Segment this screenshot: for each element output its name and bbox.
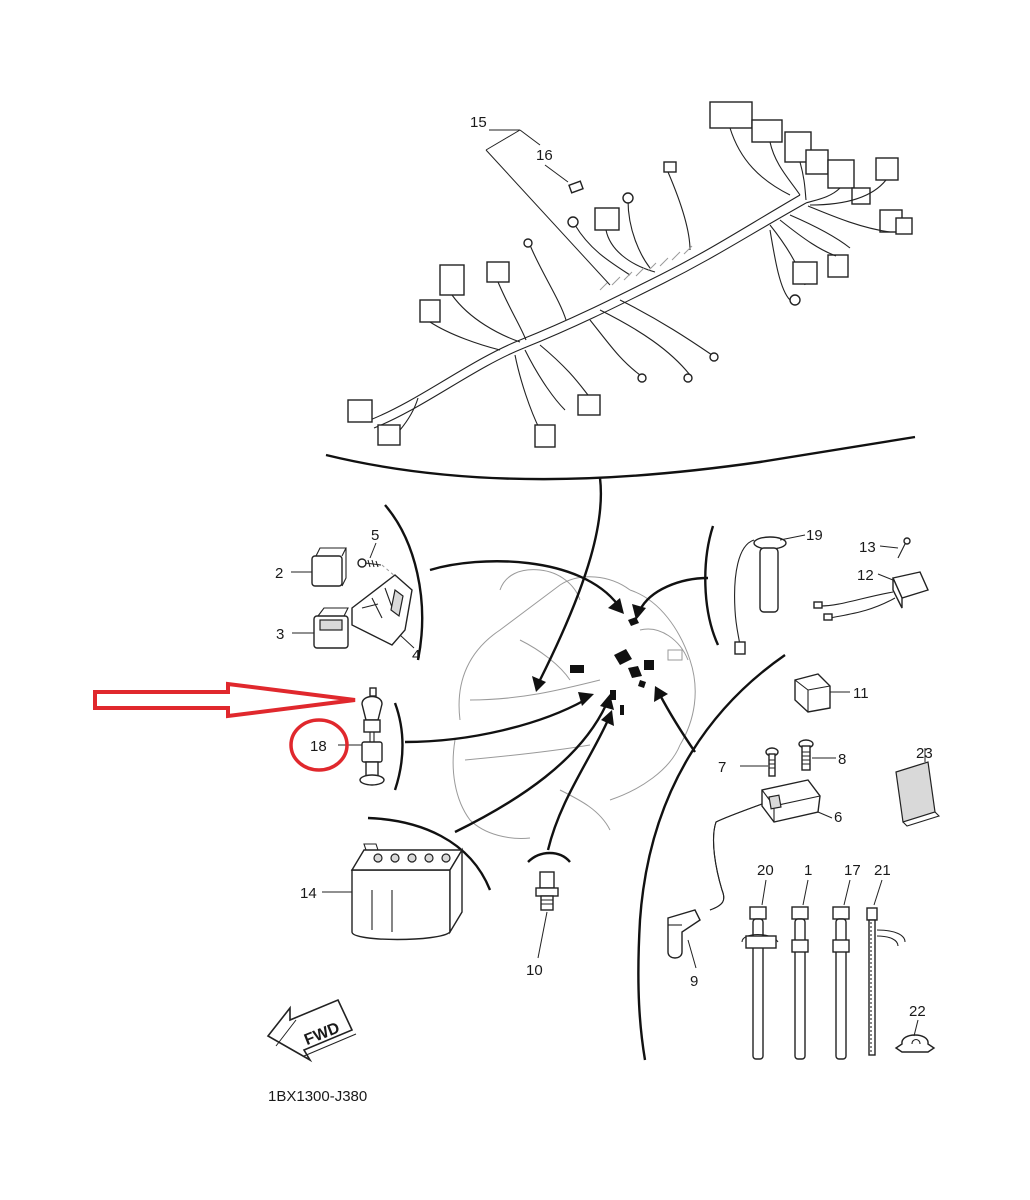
part-8-bolt[interactable] [798,739,814,771]
part-10-sensor[interactable] [535,871,559,911]
part-5-screw[interactable] [357,558,397,578]
part-18-switch[interactable] [359,687,385,786]
label-14: 14 [300,885,317,902]
label-1: 1 [804,862,812,879]
pointer-arrows [404,477,709,851]
part-22-clamp[interactable] [894,1034,936,1053]
separator-arc [325,435,916,481]
label-10: 10 [526,962,543,979]
group-arc-part-18 [393,702,404,791]
part-3-fuse-box[interactable] [313,607,349,649]
motorcycle-outline [452,569,696,839]
part-11-relay[interactable] [794,673,831,713]
part-4-bracket[interactable] [351,574,413,646]
part-21-cable-band[interactable] [866,907,906,1056]
label-23: 23 [916,745,933,762]
label-22: 22 [909,1003,926,1020]
label-16: 16 [536,147,553,164]
group-arc-relays [384,504,424,661]
group-arc-ignition [637,654,786,1061]
part-7-screw[interactable] [765,747,779,777]
part-6-ignition-coil[interactable] [709,779,821,911]
part-17-cable-tie[interactable] [832,906,850,1060]
label-7: 7 [718,759,726,776]
label-9: 9 [690,973,698,990]
part-19-fuel-sender[interactable] [734,536,787,655]
label-17: 17 [844,862,861,879]
label-2: 2 [275,565,283,582]
label-11: 11 [853,685,869,702]
part-2-relay[interactable] [311,547,347,587]
label-15: 15 [470,114,487,131]
part-1-cable-tie[interactable] [791,906,809,1060]
wire-harness[interactable] [347,101,913,448]
group-arc-battery [367,816,492,891]
label-20: 20 [757,862,774,879]
label-12: 12 [857,567,874,584]
highlight-arrow [93,681,356,719]
label-13: 13 [859,539,876,556]
label-18: 18 [310,738,327,755]
part-9-plug-cap[interactable] [667,909,701,959]
group-arc-fuel-sender [704,525,720,646]
part-23-pad[interactable] [895,761,941,827]
label-21: 21 [874,862,891,879]
diagram-code: 1BX1300-J380 [268,1088,367,1105]
highlight-circle [289,718,349,772]
part-20-cable-tie[interactable] [741,906,779,1060]
label-6: 6 [834,809,842,826]
part-12-control-unit[interactable] [813,571,929,621]
label-19: 19 [806,527,823,544]
central-component-cluster [570,617,654,715]
label-5: 5 [371,527,379,544]
group-arc-sensor [527,851,571,863]
label-4: 4 [412,647,420,664]
part-14-battery[interactable] [350,843,464,941]
part-13-screw[interactable] [897,537,911,559]
label-8: 8 [838,751,846,768]
fwd-direction-arrow: FWD [266,998,357,1063]
label-3: 3 [276,626,284,643]
